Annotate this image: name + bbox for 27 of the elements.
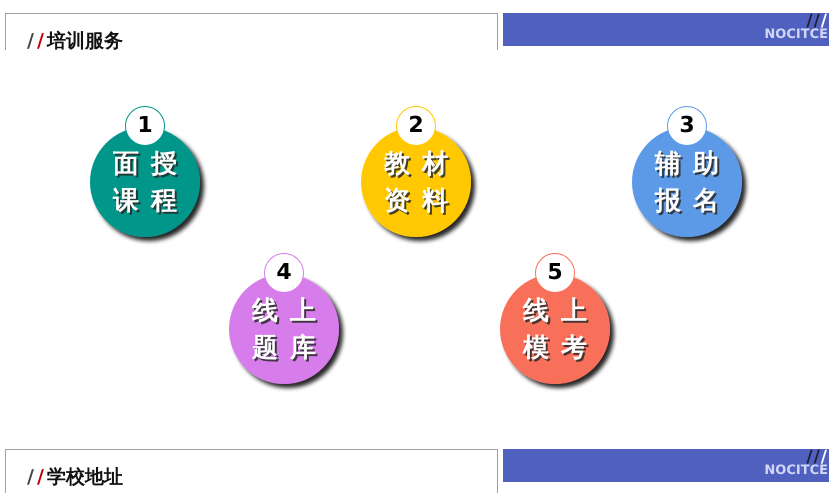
step-number-badge: 4	[264, 253, 304, 293]
service-name: 面授课程	[113, 148, 190, 218]
step-number-badge: 1	[125, 106, 165, 146]
slash-decoration: ///	[806, 12, 827, 30]
service-circle	[632, 106, 742, 237]
section-header	[5, 13, 498, 50]
slash-decoration: //	[27, 29, 45, 53]
service-name: 线上模考	[523, 295, 600, 365]
section-header	[5, 449, 498, 493]
band-label: NOCITCE	[764, 27, 828, 43]
service-circle	[500, 253, 610, 384]
service-circle	[90, 106, 200, 237]
service-name: 教材资料	[384, 148, 461, 218]
service-name: 辅助报名	[655, 148, 732, 218]
service-circle	[229, 253, 339, 384]
section-title: 学校地址	[46, 465, 123, 489]
step-number-badge: 3	[667, 106, 707, 146]
step-number-badge: 5	[535, 253, 575, 293]
step-number-badge: 2	[396, 106, 436, 146]
service-circle	[361, 106, 471, 237]
slash-decoration: //	[27, 465, 45, 489]
section-title: 培训服务	[46, 29, 123, 53]
band-label: NOCITCE	[764, 463, 828, 479]
service-name: 线上题库	[252, 295, 329, 365]
header-band	[503, 449, 829, 482]
slash-decoration: ///	[806, 448, 827, 466]
header-band	[503, 13, 829, 46]
